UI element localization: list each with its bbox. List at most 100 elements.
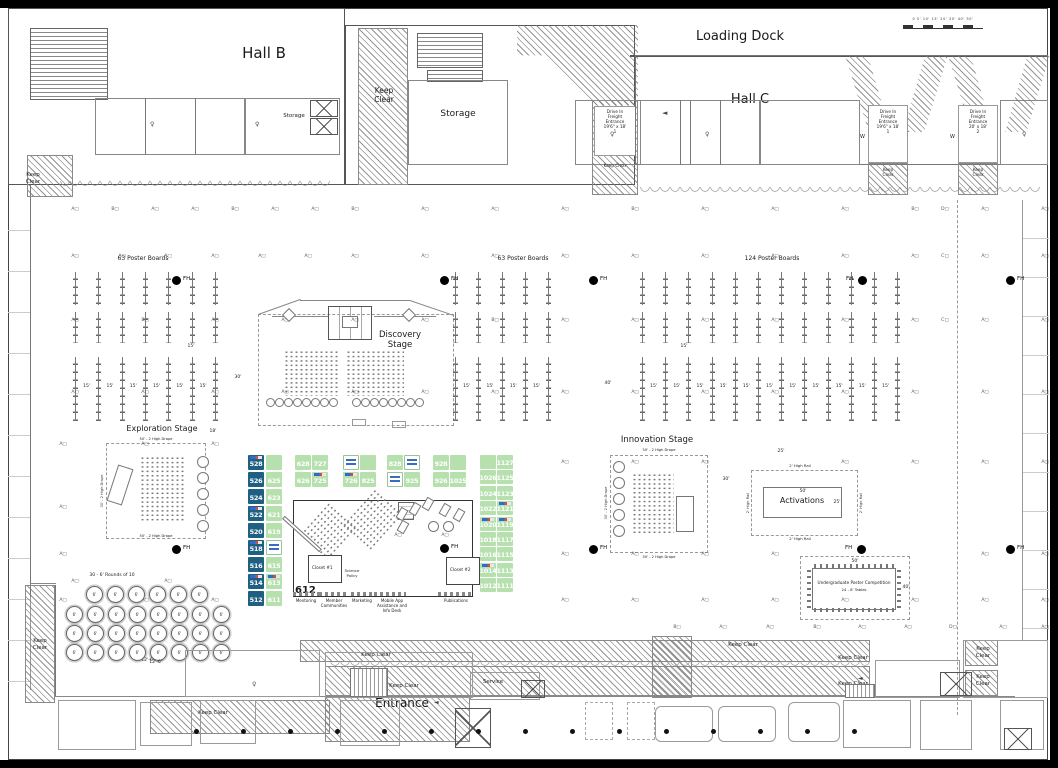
booth-516[interactable]: 516 — [248, 557, 264, 572]
booth-726[interactable]: 726 — [343, 472, 359, 487]
booth-logo[interactable] — [266, 455, 282, 470]
booth-1125[interactable]: 1125 — [497, 470, 514, 485]
booth-1127[interactable]: 1127 — [497, 455, 514, 469]
booth-926[interactable]: 926 — [433, 472, 449, 487]
fire-hose-label: FH — [1017, 276, 1025, 282]
grid-marker: A□ — [141, 442, 149, 447]
dimension-label: 15' — [153, 384, 161, 389]
grid-marker: A□ — [841, 254, 849, 259]
booth-625[interactable]: 625 — [266, 472, 282, 487]
poster-rail — [119, 357, 125, 421]
grid-marker: A□ — [561, 254, 569, 259]
column-dot — [664, 729, 669, 734]
grid-marker: A□ — [841, 598, 849, 603]
grid-marker: A□ — [1041, 552, 1049, 557]
right-black-bar — [1050, 0, 1058, 768]
booth-1012[interactable]: 1012 — [480, 578, 497, 593]
exploration-drape-top: 50' - 2 High Drape — [139, 437, 173, 441]
dimension-label: 15' — [176, 384, 184, 389]
dimension-label: 15' — [789, 384, 797, 389]
booth-1014[interactable]: 1014 — [480, 562, 497, 577]
cocktail-table — [443, 521, 454, 532]
booth-logo[interactable] — [266, 540, 282, 555]
innovation-drape-left: 30' - 2 High Drape — [604, 486, 608, 520]
booth-1026[interactable]: 1026 — [480, 470, 497, 485]
poster-rail — [802, 312, 808, 343]
round-table: 6' — [108, 644, 125, 661]
booth-623[interactable]: 623 — [266, 489, 282, 504]
booth-526[interactable]: 526 — [248, 472, 264, 487]
booth-logo[interactable] — [450, 455, 466, 470]
cocktail-table — [275, 398, 284, 407]
booth-828[interactable]: 828 — [387, 455, 403, 470]
booth-1025[interactable]: 1025 — [450, 472, 467, 487]
booth-1018[interactable]: 1018 — [480, 532, 497, 546]
round-table: 6' — [87, 644, 104, 661]
grid-marker: D□ — [949, 625, 957, 630]
booth-1024[interactable]: 1024 — [480, 485, 497, 500]
grid-marker: A□ — [631, 598, 639, 603]
booth-613[interactable]: 613 — [266, 574, 282, 589]
dimension-label: 15' — [129, 384, 137, 389]
dimension-label: 18' — [209, 429, 217, 434]
booth-logo[interactable] — [343, 455, 359, 470]
booth-logo[interactable] — [360, 455, 376, 470]
keep-clear-label: Keep Clear — [838, 655, 868, 661]
booth-logo[interactable] — [387, 472, 403, 487]
booth-1123[interactable]: 1123 — [497, 485, 514, 500]
round-table: 6' — [108, 625, 125, 642]
booth-628[interactable]: 628 — [295, 455, 311, 470]
poster-rail — [96, 312, 102, 343]
booth-1121[interactable]: 1121 — [497, 501, 514, 516]
booth-626[interactable]: 626 — [295, 472, 311, 487]
booth-611[interactable]: 611 — [266, 591, 282, 606]
booth-1020[interactable]: 1020 — [480, 516, 497, 531]
booth-514[interactable]: 514 — [248, 574, 264, 589]
dimension-label: 15' — [696, 384, 704, 389]
room-outline — [140, 702, 192, 746]
booth-528[interactable]: 528 — [248, 455, 264, 470]
fire-hose-marker — [857, 545, 866, 554]
booth-logo[interactable] — [404, 455, 420, 470]
booth-925[interactable]: 925 — [404, 472, 420, 487]
poster-rail — [779, 357, 785, 421]
booth-928[interactable]: 928 — [433, 455, 449, 470]
booth-621[interactable]: 621 — [266, 506, 282, 521]
booth-619[interactable]: 619 — [266, 523, 282, 538]
booth-524[interactable]: 524 — [248, 489, 264, 504]
booth-1115[interactable]: 1115 — [497, 547, 514, 562]
booth-520[interactable]: 520 — [248, 523, 264, 538]
booth-518[interactable]: 518 — [248, 540, 264, 555]
booth-logo[interactable] — [480, 455, 496, 469]
booth-1117[interactable]: 1117 — [497, 532, 514, 546]
bench-row — [374, 592, 406, 596]
booth-1113[interactable]: 1113 — [497, 562, 514, 577]
booth-725[interactable]: 725 — [312, 472, 328, 487]
booth-1022[interactable]: 1022 — [480, 501, 497, 516]
poster-rail — [709, 272, 715, 305]
booth-1111[interactable]: 1111 — [497, 578, 514, 593]
poster-rail — [476, 312, 482, 343]
booth-1016[interactable]: 1016 — [480, 547, 497, 562]
grid-marker: A□ — [491, 207, 499, 212]
grid-marker: B□ — [813, 625, 821, 630]
round-table: 6' — [213, 644, 230, 661]
booth-615[interactable]: 615 — [266, 557, 282, 572]
poster-rail — [546, 312, 552, 343]
freight-arrow-icon: ◄ — [858, 675, 863, 682]
room-outline — [200, 700, 256, 744]
grid-marker: A□ — [151, 207, 159, 212]
column-dot — [241, 729, 246, 734]
keep-clear-hatch-top — [358, 28, 408, 185]
booth-512[interactable]: 512 — [248, 591, 264, 606]
restroom-icon: ♀ — [705, 131, 710, 138]
freight-r1-hatch — [868, 163, 908, 195]
grid-marker: A□ — [719, 625, 727, 630]
booth-727[interactable]: 727 — [312, 455, 328, 470]
booth-612-number[interactable]: 612 — [295, 585, 316, 596]
booth-1119[interactable]: 1119 — [497, 516, 514, 531]
poster-rail — [142, 357, 148, 421]
round-table: 6' — [171, 644, 188, 661]
booth-825[interactable]: 825 — [360, 472, 376, 487]
booth-522[interactable]: 522 — [248, 506, 264, 521]
